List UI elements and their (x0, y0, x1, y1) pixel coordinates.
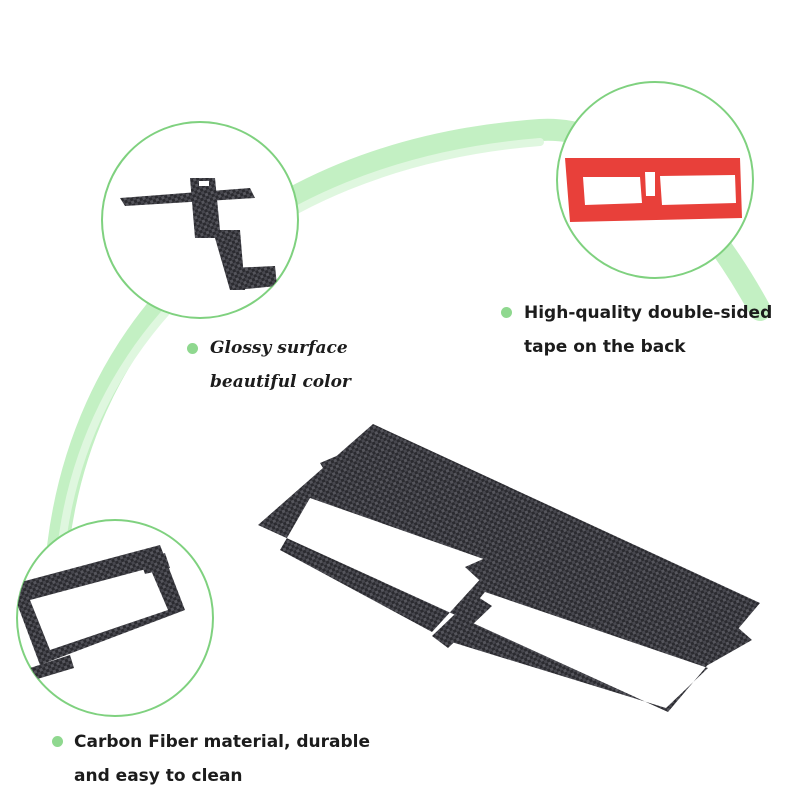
feature-glossy-line1: Glossy surface (210, 338, 348, 358)
feature-glossy: Glossy surface beautiful color (210, 331, 351, 399)
feature-glossy-line2: beautiful color (210, 372, 351, 392)
feature-tape-line2: tape on the back (524, 337, 686, 357)
feature-carbon-line2: and easy to clean (74, 766, 243, 786)
detail-circle-glossy (101, 121, 299, 319)
carbon-piece-angled (120, 188, 255, 206)
main-carbon-panel (258, 424, 760, 712)
detail-circle-tape (556, 81, 754, 279)
detail-circle-carbon (16, 519, 214, 717)
feature-carbon: Carbon Fiber material, durable and easy … (74, 725, 370, 793)
bullet-icon (52, 736, 63, 747)
panel-tab-top (320, 441, 380, 480)
red-tape (565, 158, 742, 222)
feature-carbon-line1: Carbon Fiber material, durable (74, 732, 371, 752)
panel-tab-right (688, 625, 752, 665)
panel-tab-mid (465, 545, 540, 590)
feature-tape-line1: High-quality double-sided (524, 303, 773, 323)
feature-tape: High-quality double-sided tape on the ba… (524, 296, 772, 364)
carbon-closeup (17, 545, 185, 665)
bullet-icon (501, 307, 512, 318)
bullet-icon (187, 343, 198, 354)
